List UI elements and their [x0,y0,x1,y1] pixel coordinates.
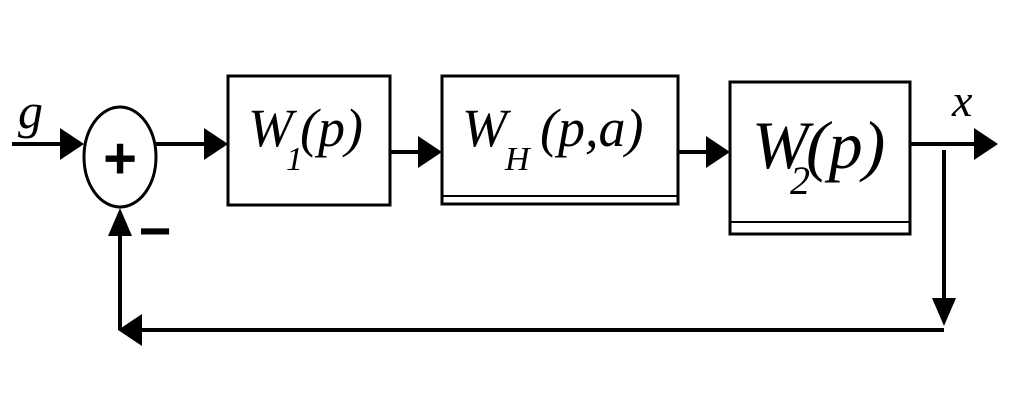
block-w2-sub: 2 [790,158,810,203]
block-w1-main: W [248,98,298,158]
block-w2-args: (p) [806,107,885,183]
summing-junction [82,105,158,209]
arrowhead-wh [418,136,442,168]
feedback-drop-arrowhead [932,298,956,326]
input-arrowhead [60,128,84,160]
block-w1-args: (p) [300,98,363,158]
arrowhead-w1 [204,128,228,160]
arrowhead-w2 [706,136,730,168]
block-wh-sub: H [504,141,532,178]
feedback-return-arrowhead [118,314,142,346]
minus-sign: − [139,199,172,262]
block-wh [440,74,680,206]
block-wh-args: (p,a) [540,98,643,158]
block-w1 [226,74,392,207]
plus-sign: + [103,126,137,191]
output-arrowhead [974,128,998,160]
block-w1-sub: 1 [286,141,303,178]
feedback-up-arrowhead [108,208,132,236]
output-label: x [951,75,973,126]
block-w2-main: W [752,107,814,183]
block-w2 [728,80,912,236]
block-wh-main: W [462,98,512,158]
input-label: g [18,83,43,139]
